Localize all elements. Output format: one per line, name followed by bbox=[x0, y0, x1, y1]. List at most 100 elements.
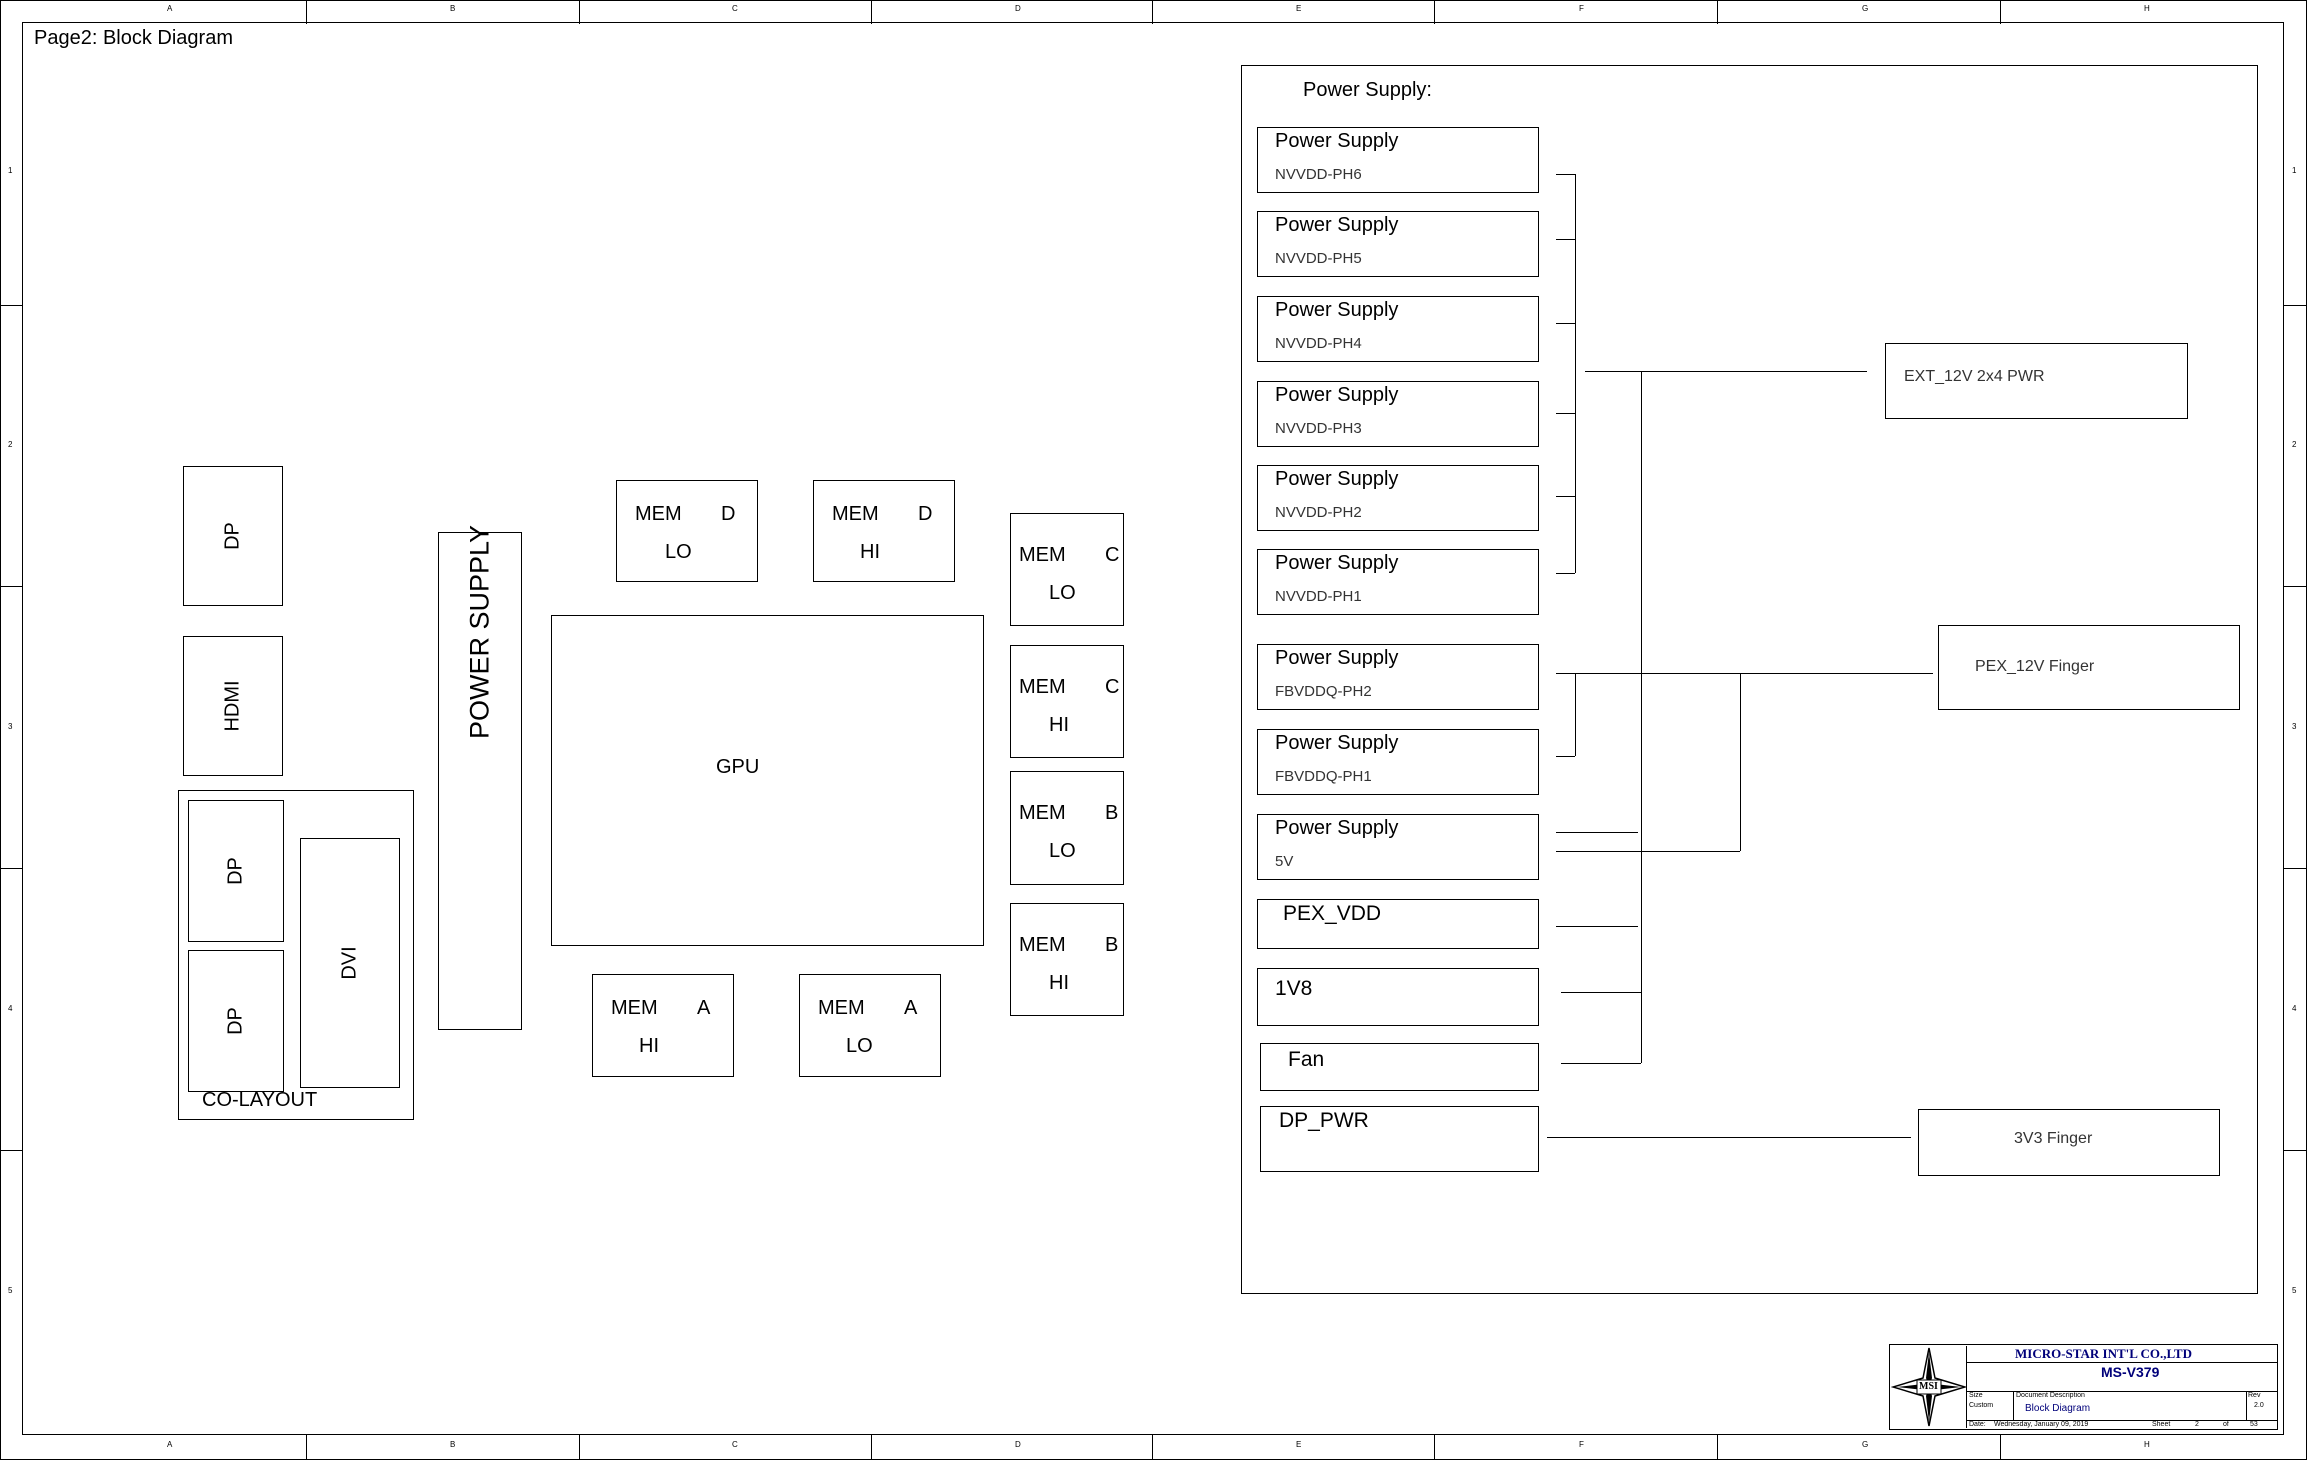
dp-connector-3: DP bbox=[188, 950, 284, 1092]
dp-pwr-block: DP_PWR bbox=[1260, 1106, 1539, 1172]
dvi-connector: DVI bbox=[300, 838, 400, 1088]
zone-column-label: E bbox=[1296, 4, 1302, 13]
doc-label: Document Description bbox=[2016, 1392, 2085, 1399]
zone-column-label: B bbox=[450, 4, 456, 13]
zone-column-label: E bbox=[1296, 1440, 1302, 1449]
pex-vdd-block: PEX_VDD bbox=[1257, 899, 1539, 949]
of-label: of bbox=[2223, 1421, 2229, 1428]
power-supply-box: Power Supply 5V bbox=[1257, 814, 1539, 880]
mem-c-lo: MEM C LO bbox=[1010, 513, 1124, 626]
mem-label: MEM bbox=[1019, 934, 1066, 956]
v1v8-label: 1V8 bbox=[1275, 977, 1313, 1000]
mem-b-hi: MEM B HI bbox=[1010, 903, 1124, 1016]
power-supply-title: Power Supply bbox=[1275, 130, 1399, 152]
zone-column-label: A bbox=[167, 1440, 173, 1449]
of-value: 53 bbox=[2250, 1421, 2258, 1428]
hdmi-connector: HDMI bbox=[183, 636, 283, 776]
zone-column-label: D bbox=[1015, 4, 1021, 13]
dp-label: DP bbox=[224, 1007, 247, 1035]
v1v8-block: 1V8 bbox=[1257, 968, 1539, 1026]
mem-label: MEM bbox=[1019, 544, 1066, 566]
dvi-label: DVI bbox=[338, 946, 361, 980]
zone-column-label: G bbox=[1862, 4, 1869, 13]
sheet-value: 2 bbox=[2195, 1421, 2199, 1428]
zone-row-label: 1 bbox=[8, 166, 13, 175]
power-supply-title: Power Supply bbox=[1275, 817, 1399, 839]
hdmi-label: HDMI bbox=[221, 680, 244, 732]
mem-d-hi: MEM D HI bbox=[813, 480, 955, 582]
power-supply-block: POWER SUPPLY bbox=[438, 525, 522, 1030]
logo-text: MSI bbox=[1919, 1381, 1938, 1392]
power-panel-heading: Power Supply: bbox=[1303, 79, 1432, 101]
model-name: MS-V379 bbox=[2101, 1364, 2160, 1380]
dp-connector-2: DP bbox=[188, 800, 284, 942]
zone-column-label: B bbox=[450, 1440, 456, 1449]
power-supply-title: Power Supply bbox=[1275, 468, 1399, 490]
mem-half: HI bbox=[639, 1035, 659, 1057]
mem-half: HI bbox=[860, 541, 880, 563]
v3v3-label: 3V3 Finger bbox=[2014, 1130, 2093, 1147]
zone-row-label: 2 bbox=[8, 440, 13, 449]
power-panel bbox=[1241, 65, 2258, 1294]
co-layout-label: CO-LAYOUT bbox=[202, 1089, 318, 1111]
zone-row-label: 5 bbox=[2292, 1286, 2297, 1295]
power-supply-rail: NVVDD-PH1 bbox=[1275, 588, 1362, 605]
msi-logo: MSI bbox=[1890, 1346, 1968, 1428]
power-supply-rail: NVVDD-PH4 bbox=[1275, 335, 1362, 352]
zone-row-label: 1 bbox=[2292, 166, 2297, 175]
inner-frame bbox=[22, 22, 2284, 1435]
power-supply-title: Power Supply bbox=[1275, 552, 1399, 574]
zone-row-label: 3 bbox=[2292, 722, 2297, 731]
pex-vdd-label: PEX_VDD bbox=[1283, 902, 1382, 925]
size-value: Custom bbox=[1969, 1402, 1994, 1409]
mem-bank: C bbox=[1105, 544, 1120, 566]
msi-logo-icon bbox=[1890, 1347, 1968, 1427]
rev-value: 2.0 bbox=[2254, 1402, 2264, 1409]
mem-bank: D bbox=[918, 503, 933, 525]
mem-label: MEM bbox=[1019, 676, 1066, 698]
power-supply-rail: 5V bbox=[1275, 853, 1294, 870]
zone-column-label: A bbox=[167, 4, 173, 13]
rev-label: Rev bbox=[2248, 1392, 2261, 1399]
zone-column-label: D bbox=[1015, 1440, 1021, 1449]
mem-label: MEM bbox=[635, 503, 682, 525]
fan-block: Fan bbox=[1260, 1043, 1539, 1091]
power-supply-rail: NVVDD-PH3 bbox=[1275, 420, 1362, 437]
mem-a-lo: MEM A LO bbox=[799, 974, 941, 1077]
gpu-block: GPU bbox=[551, 615, 984, 946]
zone-row-label: 2 bbox=[2292, 440, 2297, 449]
zone-row-label: 3 bbox=[8, 722, 13, 731]
mem-half: LO bbox=[665, 541, 692, 563]
mem-half: LO bbox=[1049, 840, 1076, 862]
dp-label: DP bbox=[221, 522, 244, 550]
mem-half: HI bbox=[1049, 972, 1069, 994]
power-supply-label: POWER SUPPLY bbox=[464, 525, 495, 740]
power-supply-rail: FBVDDQ-PH2 bbox=[1275, 683, 1372, 700]
doc-value: Block Diagram bbox=[2025, 1403, 2091, 1414]
power-supply-title: Power Supply bbox=[1275, 732, 1399, 754]
size-label: Size bbox=[1969, 1392, 1983, 1399]
mem-d-lo: MEM D LO bbox=[616, 480, 758, 582]
zone-row-label: 5 bbox=[8, 1286, 13, 1295]
mem-label: MEM bbox=[1019, 802, 1066, 824]
mem-bank: D bbox=[721, 503, 736, 525]
power-supply-rail: NVVDD-PH5 bbox=[1275, 250, 1362, 267]
page-title: Page2: Block Diagram bbox=[34, 27, 233, 49]
mem-label: MEM bbox=[832, 503, 879, 525]
zone-row-label: 4 bbox=[2292, 1004, 2297, 1013]
zone-column-label: F bbox=[1579, 4, 1584, 13]
zone-column-label: H bbox=[2144, 4, 2150, 13]
power-supply-title: Power Supply bbox=[1275, 384, 1399, 406]
mem-bank: B bbox=[1105, 802, 1119, 824]
power-supply-title: Power Supply bbox=[1275, 299, 1399, 321]
power-supply-title: Power Supply bbox=[1275, 214, 1399, 236]
mem-bank: A bbox=[904, 997, 918, 1019]
mem-bank: C bbox=[1105, 676, 1120, 698]
zone-column-label: C bbox=[732, 1440, 738, 1449]
mem-label: MEM bbox=[818, 997, 865, 1019]
zone-column-label: G bbox=[1862, 1440, 1869, 1449]
